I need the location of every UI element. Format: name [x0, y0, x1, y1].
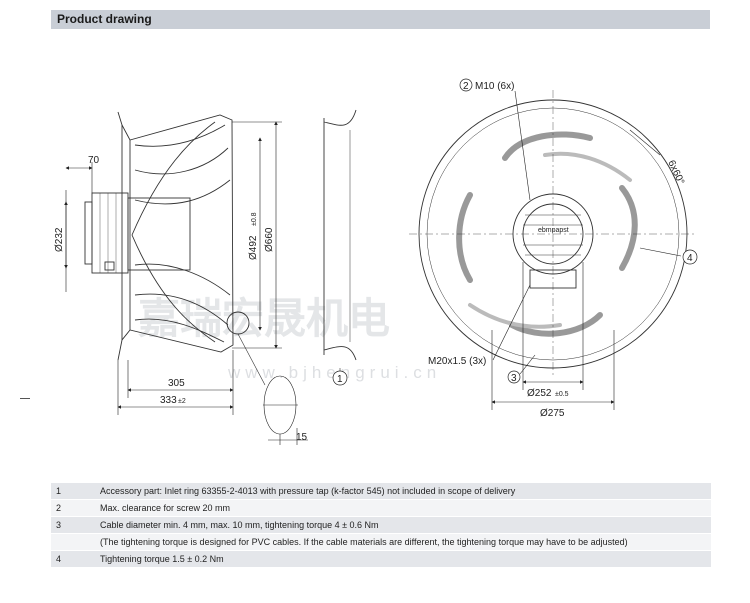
dim-detail: 15 [296, 432, 308, 443]
watermark-text: 嘉瑞宏晟机电 [138, 295, 390, 342]
side-view [84, 111, 266, 386]
note-number: 4 [51, 550, 96, 568]
note-text: Cable diameter min. 4 mm, max. 10 mm, ti… [96, 516, 711, 534]
dim-motor-diameter: Ø232 [54, 227, 65, 252]
table-row: (The tightening torque is designed for P… [51, 533, 711, 551]
front-view [409, 90, 697, 378]
brand-label: ebmpapst [538, 227, 569, 234]
table-row: 1 Accessory part: Inlet ring 63355-2-401… [51, 483, 711, 500]
note-number [51, 533, 96, 551]
table-row: 2 Max. clearance for screw 20 mm [51, 499, 711, 517]
table-row: 4 Tightening torque 1.5 ± 0.2 Nm [51, 550, 711, 568]
side-view-dimensions [64, 121, 308, 445]
notes-table: 1 Accessory part: Inlet ring 63355-2-401… [51, 483, 711, 568]
callout-4-circle [682, 249, 698, 265]
callout-3-circle [507, 370, 521, 384]
callout-1: 1 [337, 374, 343, 385]
dim-outer-diameter: Ø660 [264, 227, 275, 252]
section-title: Product drawing [57, 12, 152, 26]
front-view-dimensions [491, 90, 682, 410]
callout-2: 2 [463, 81, 469, 92]
note-text: (The tightening torque is designed for P… [96, 533, 711, 551]
table-row: 3 Cable diameter min. 4 mm, max. 10 mm, … [51, 516, 711, 534]
angle-label: 6x60° [665, 159, 686, 187]
callout-1-circle [332, 370, 348, 386]
note-text: Tightening torque 1.5 ± 0.2 Nm [96, 550, 711, 568]
dim-length: 305 [168, 378, 185, 389]
callout-2-circle [459, 78, 473, 92]
dim-inner-diameter: Ø492 [248, 235, 259, 260]
dim-total-tolerance: ±2 [178, 398, 186, 405]
inlet-ring-view [323, 109, 357, 375]
section-header: Product drawing [51, 10, 710, 29]
note-number: 1 [51, 483, 96, 500]
dim-inner-tolerance: ±0.8 [251, 212, 258, 226]
callout-4: 4 [687, 253, 693, 264]
product-drawing: 嘉瑞宏晟机电 www.bjhengrui.cn [54, 78, 698, 445]
note-number: 2 [51, 499, 96, 517]
callout-3: 3 [511, 373, 517, 384]
dim-total-length: 333 [160, 395, 177, 406]
watermark-url: www.bjhengrui.cn [227, 363, 441, 382]
dim-flange: 70 [88, 155, 100, 166]
thread-top: M10 (6x) [475, 81, 514, 92]
dim-hub: Ø275 [540, 408, 565, 419]
note-text: Max. clearance for screw 20 mm [96, 499, 711, 517]
dim-bolt-circle: Ø252 [527, 388, 552, 399]
margin-mark [20, 398, 30, 399]
dim-bolt-circle-tolerance: ±0.5 [555, 391, 569, 398]
note-number: 3 [51, 516, 96, 534]
note-text: Accessory part: Inlet ring 63355-2-4013 … [96, 483, 711, 500]
thread-cable: M20x1.5 (3x) [428, 356, 486, 367]
